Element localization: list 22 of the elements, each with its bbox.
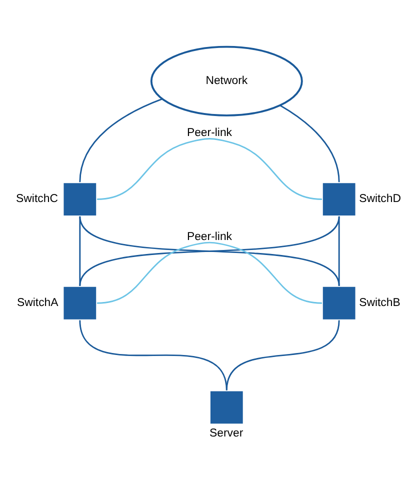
connector bbox=[97, 138, 322, 200]
node-label: SwitchA bbox=[17, 296, 58, 309]
connector bbox=[280, 104, 340, 182]
connector bbox=[97, 241, 322, 304]
edge-label: Peer-link bbox=[186, 126, 232, 138]
node-label: SwitchB bbox=[359, 296, 400, 309]
node-box bbox=[64, 286, 96, 319]
node-box bbox=[210, 390, 243, 424]
node-ellipse: Network bbox=[150, 45, 303, 116]
node-box bbox=[322, 286, 356, 319]
node-label: SwitchD bbox=[359, 192, 401, 205]
connector bbox=[79, 98, 163, 182]
connector bbox=[79, 216, 340, 286]
edge-label: Peer-link bbox=[186, 230, 232, 242]
node-box bbox=[64, 182, 96, 215]
node-label: Server bbox=[210, 427, 244, 440]
connector bbox=[79, 216, 81, 286]
node-label: SwitchC bbox=[16, 192, 58, 205]
connector bbox=[338, 216, 340, 286]
connector bbox=[79, 320, 228, 390]
node-box bbox=[322, 182, 356, 215]
connector bbox=[226, 320, 340, 390]
